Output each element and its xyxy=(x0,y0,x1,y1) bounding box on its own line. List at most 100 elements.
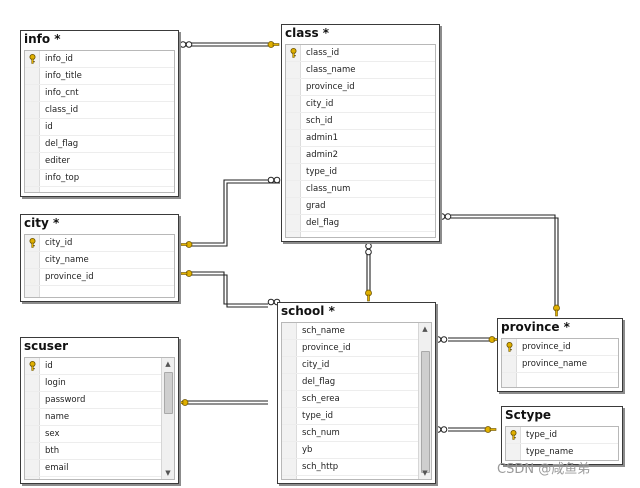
column-row[interactable]: province_id xyxy=(282,340,419,357)
column-row[interactable]: province_name xyxy=(502,356,618,373)
row-selector[interactable] xyxy=(25,85,40,101)
column-row[interactable]: class_id xyxy=(286,45,435,62)
column-row[interactable]: type_id xyxy=(286,164,435,181)
empty-row[interactable] xyxy=(25,286,174,297)
column-row[interactable]: info_title xyxy=(25,68,174,85)
row-selector[interactable] xyxy=(25,187,40,192)
row-selector[interactable] xyxy=(286,62,301,78)
row-selector[interactable] xyxy=(25,68,40,84)
scroll-up-icon[interactable]: ▲ xyxy=(422,325,428,333)
column-row[interactable]: bth xyxy=(25,443,162,460)
row-selector[interactable] xyxy=(25,269,40,285)
column-row[interactable]: class_name xyxy=(286,62,435,79)
row-selector[interactable] xyxy=(502,373,517,387)
row-selector[interactable] xyxy=(282,442,297,458)
column-row[interactable]: class_id xyxy=(25,102,174,119)
column-row[interactable]: city_name xyxy=(25,252,174,269)
column-row[interactable]: del_flag xyxy=(286,215,435,232)
column-row[interactable]: type_name xyxy=(506,444,618,460)
row-selector[interactable] xyxy=(286,232,301,237)
column-row[interactable]: password xyxy=(25,392,162,409)
row-selector[interactable] xyxy=(286,164,301,180)
column-row[interactable]: sch_http xyxy=(282,459,419,476)
row-selector[interactable] xyxy=(25,477,40,479)
row-selector[interactable] xyxy=(25,375,40,391)
column-row[interactable]: sch_erea xyxy=(282,391,419,408)
column-row[interactable]: class_num xyxy=(286,181,435,198)
column-row[interactable]: sch_who xyxy=(282,476,419,479)
row-selector[interactable] xyxy=(25,170,40,186)
column-row[interactable]: grad xyxy=(286,198,435,215)
column-row[interactable]: sch_num xyxy=(282,425,419,442)
row-selector[interactable] xyxy=(25,426,40,442)
column-row[interactable]: city_id xyxy=(282,357,419,374)
row-selector[interactable] xyxy=(286,198,301,214)
row-selector[interactable] xyxy=(25,409,40,425)
row-selector[interactable] xyxy=(286,130,301,146)
row-selector[interactable] xyxy=(25,392,40,408)
empty-row[interactable] xyxy=(502,373,618,387)
column-row[interactable]: admin2 xyxy=(286,147,435,164)
row-selector[interactable] xyxy=(282,323,297,339)
row-selector[interactable] xyxy=(286,113,301,129)
empty-row[interactable] xyxy=(25,187,174,192)
column-row[interactable]: del_flag xyxy=(25,136,174,153)
column-row[interactable]: yb xyxy=(282,442,419,459)
row-selector[interactable] xyxy=(286,79,301,95)
table-scuser[interactable]: scuser idloginpasswordnamesexbthemailwte… xyxy=(20,337,179,484)
row-selector[interactable] xyxy=(286,181,301,197)
column-row[interactable]: province_id xyxy=(502,339,618,356)
row-selector[interactable] xyxy=(282,391,297,407)
row-selector[interactable] xyxy=(506,444,521,460)
column-row[interactable]: province_id xyxy=(25,269,174,286)
row-selector[interactable] xyxy=(25,252,40,268)
column-row[interactable]: info_cnt xyxy=(25,85,174,102)
column-row[interactable]: city_id xyxy=(286,96,435,113)
row-selector[interactable] xyxy=(282,476,297,479)
row-selector[interactable] xyxy=(25,286,40,297)
scroll-thumb[interactable] xyxy=(421,351,430,473)
scroll-down-icon[interactable]: ▼ xyxy=(422,469,428,477)
column-row[interactable]: wtell xyxy=(25,477,162,479)
column-row[interactable]: sch_name xyxy=(282,323,419,340)
empty-row[interactable] xyxy=(286,232,435,237)
vertical-scrollbar[interactable]: ▲▼ xyxy=(418,323,431,479)
scroll-thumb[interactable] xyxy=(164,372,173,414)
column-row[interactable]: id xyxy=(25,358,162,375)
column-row[interactable]: name xyxy=(25,409,162,426)
column-row[interactable]: editer xyxy=(25,153,174,170)
column-row[interactable]: login xyxy=(25,375,162,392)
scroll-up-icon[interactable]: ▲ xyxy=(165,360,171,368)
column-row[interactable]: sch_id xyxy=(286,113,435,130)
column-row[interactable]: type_id xyxy=(282,408,419,425)
row-selector[interactable] xyxy=(282,374,297,390)
column-row[interactable]: info_top xyxy=(25,170,174,187)
row-selector[interactable] xyxy=(282,357,297,373)
row-selector[interactable] xyxy=(286,96,301,112)
column-row[interactable]: email xyxy=(25,460,162,477)
column-row[interactable]: id xyxy=(25,119,174,136)
row-selector[interactable] xyxy=(25,443,40,459)
column-row[interactable]: sex xyxy=(25,426,162,443)
row-selector[interactable] xyxy=(286,147,301,163)
row-selector[interactable] xyxy=(25,102,40,118)
column-row[interactable]: del_flag xyxy=(282,374,419,391)
column-row[interactable]: admin1 xyxy=(286,130,435,147)
row-selector[interactable] xyxy=(282,425,297,441)
row-selector[interactable] xyxy=(286,215,301,231)
row-selector[interactable] xyxy=(282,340,297,356)
row-selector[interactable] xyxy=(282,408,297,424)
row-selector[interactable] xyxy=(25,119,40,135)
column-row[interactable]: province_id xyxy=(286,79,435,96)
row-selector[interactable] xyxy=(25,460,40,476)
column-row[interactable]: type_id xyxy=(506,427,618,444)
scroll-down-icon[interactable]: ▼ xyxy=(165,469,171,477)
column-row[interactable]: city_id xyxy=(25,235,174,252)
column-row[interactable]: info_id xyxy=(25,51,174,68)
